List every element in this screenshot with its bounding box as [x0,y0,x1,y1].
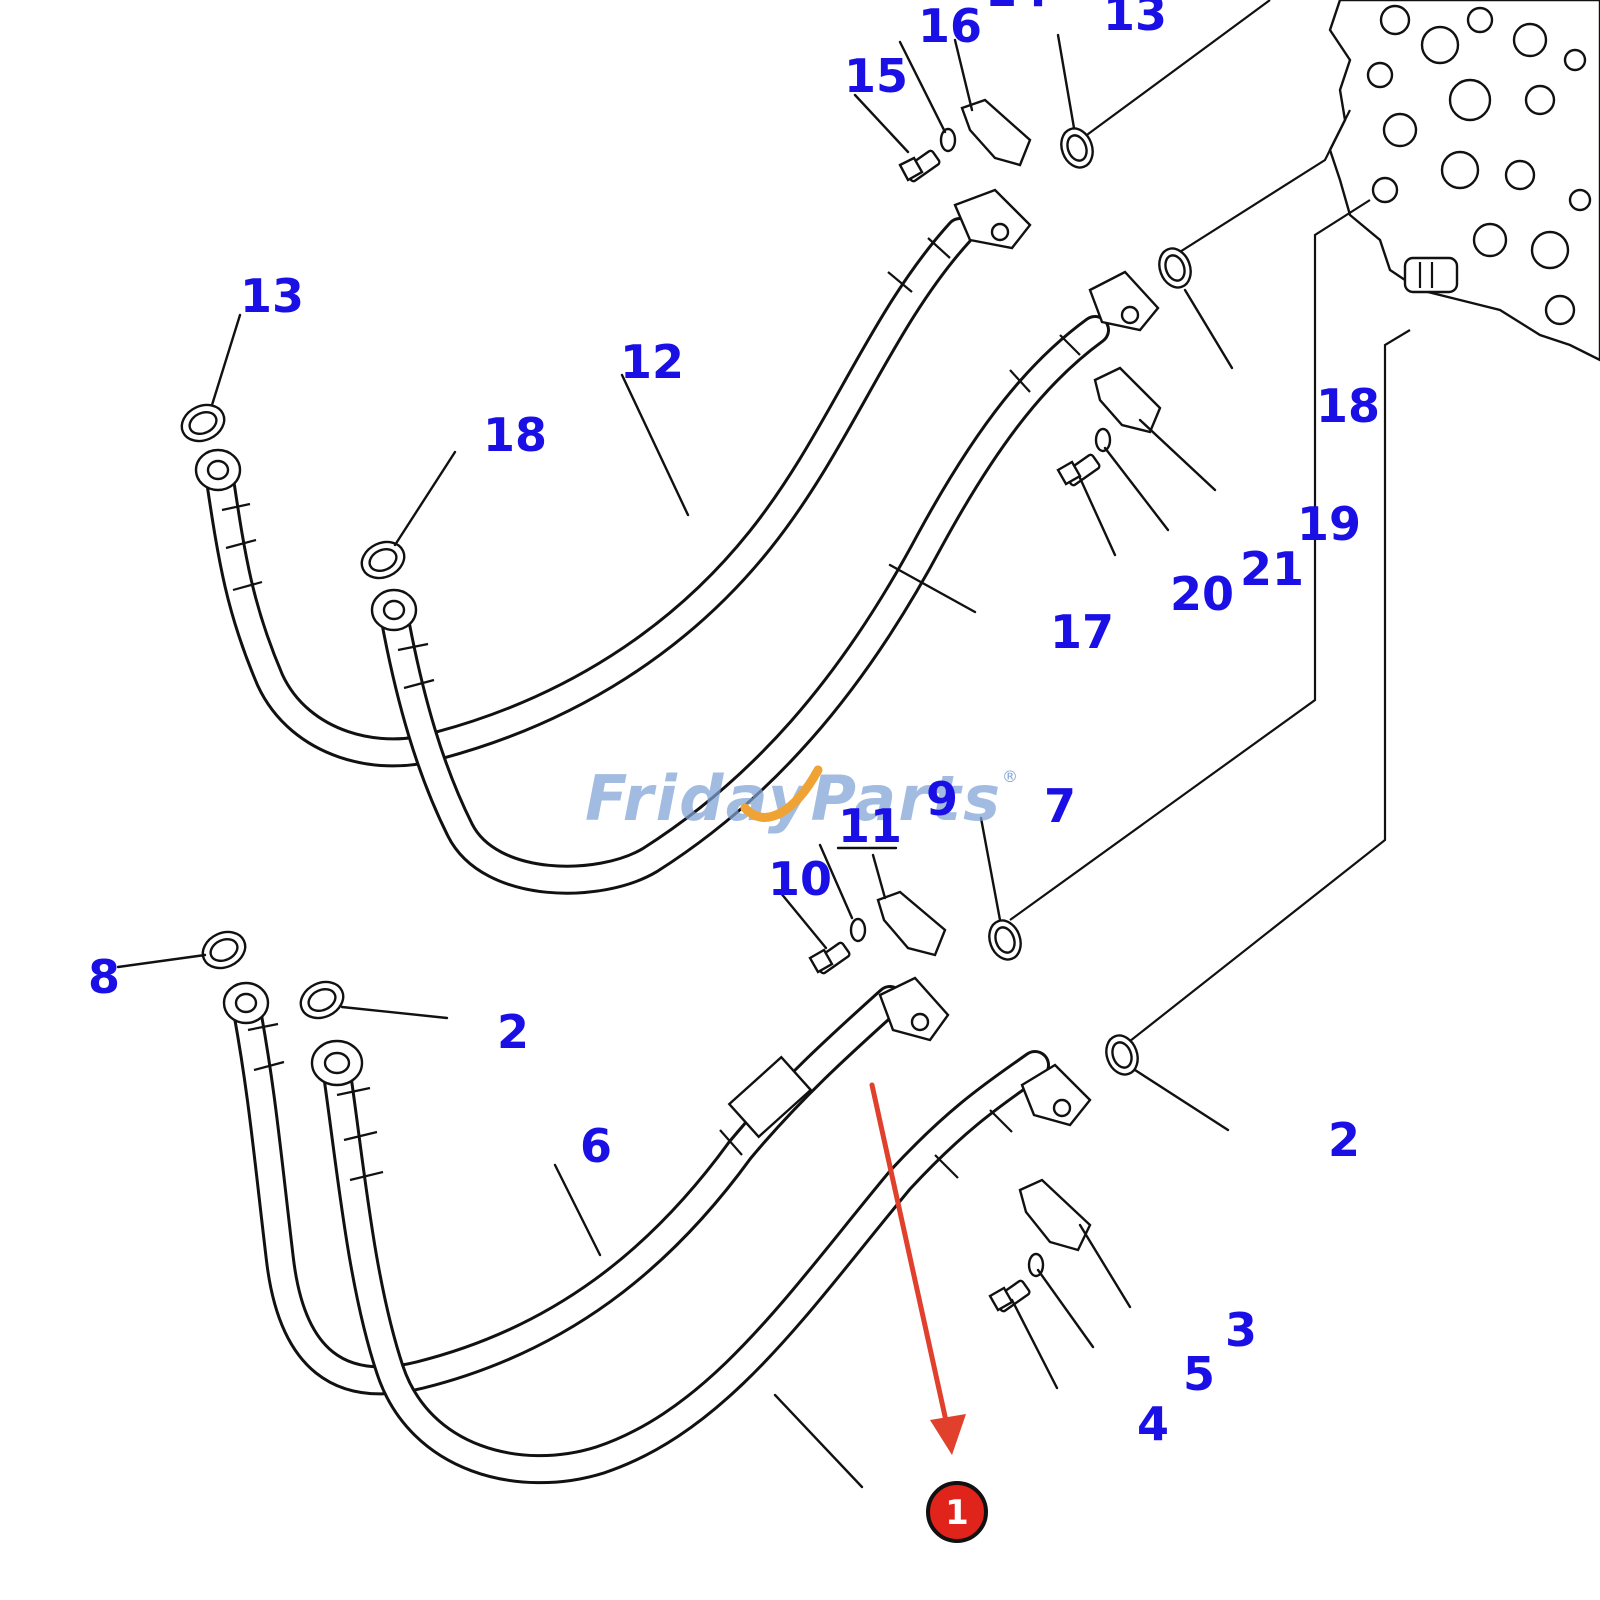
callout-20: 20 [1170,567,1234,621]
arrow-head-icon [930,1414,966,1455]
callout-7: 7 [1044,779,1076,833]
callout-13-top: 13 [1103,0,1167,41]
callout-5: 5 [1183,1347,1215,1401]
hose-17 [380,315,1110,895]
control-valve-body [1328,0,1600,362]
callout-2-right: 2 [1328,1113,1360,1167]
o-rings [180,127,1192,1076]
callout-9: 9 [926,772,958,826]
reference-lines [1009,0,1411,1046]
part-marker: 1 [926,1481,988,1543]
hose-end-fittings [194,448,418,1087]
hose-1 [320,1045,1050,1485]
callout-labels: 16 14 13 15 13 12 18 18 19 21 20 17 9 7 … [88,0,1380,1451]
callout-18-right: 18 [1316,379,1380,433]
callout-2-left: 2 [497,1005,529,1059]
split-flanges [878,188,1160,1127]
callout-8: 8 [88,950,120,1004]
highlight-arrow [869,1082,966,1455]
half-clamps [876,98,1162,1252]
hose-12 [205,217,975,768]
callout-12: 12 [620,335,684,389]
callout-3: 3 [1225,1303,1257,1357]
leader-lines [116,33,1234,1489]
callout-21: 21 [1240,542,1304,596]
watermark-registered-mark: ® [1002,767,1018,786]
callout-16: 16 [918,0,982,53]
callout-19: 19 [1297,497,1361,551]
part-marker-number: 1 [945,1493,969,1533]
callout-13-left: 13 [240,269,304,323]
callout-15: 15 [844,49,908,103]
callout-14: 14 [985,0,1049,17]
callout-11: 11 [838,799,902,853]
callout-18-left: 18 [483,408,547,462]
callout-6: 6 [580,1119,612,1173]
callout-10: 10 [768,852,832,906]
watermark-swoosh-icon [740,765,823,822]
callout-17: 17 [1050,605,1114,659]
callout-4: 4 [1137,1397,1169,1451]
hose-6 [230,985,905,1396]
